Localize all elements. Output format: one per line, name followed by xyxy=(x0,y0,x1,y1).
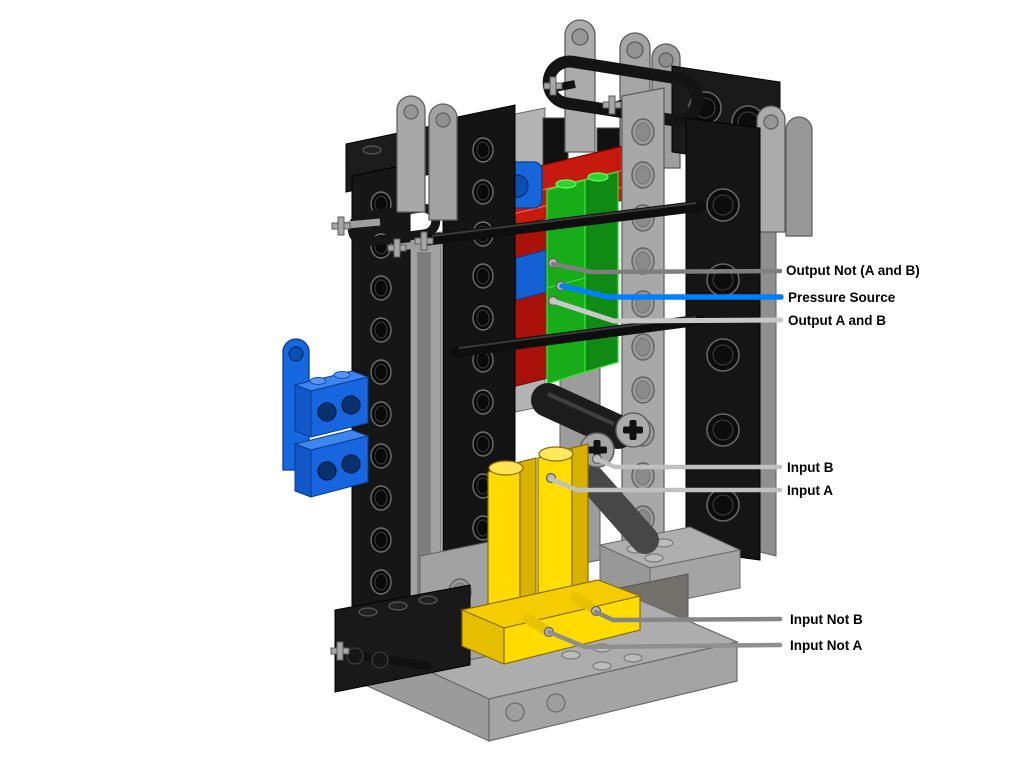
label-input-b: Input B xyxy=(787,460,834,475)
green-manifold-brick xyxy=(546,171,619,385)
gray-base-assembly xyxy=(330,526,742,742)
label-output-a-and-b: Output A and B xyxy=(788,313,886,328)
leader-output-not-a-and-b xyxy=(550,261,783,275)
blue-brick-assembly xyxy=(282,338,370,498)
leader-input-not-a xyxy=(546,629,783,650)
label-input-not-a: Input Not A xyxy=(790,638,863,653)
label-input-not-b: Input Not B xyxy=(790,612,863,627)
leader-pressure-source xyxy=(559,283,784,300)
leader-input-b xyxy=(594,456,783,470)
right-black-beam xyxy=(685,117,761,569)
rubber-belt xyxy=(542,55,704,127)
leader-output-a-and-b xyxy=(550,298,784,324)
leader-input-a xyxy=(548,476,783,493)
label-input-a: Input A xyxy=(787,483,833,498)
label-pressure-source: Pressure Source xyxy=(788,290,896,305)
label-output-not-a-and-b: Output Not (A and B) xyxy=(786,263,920,278)
leader-input-not-b xyxy=(593,609,783,623)
yellow-pump-cylinders xyxy=(460,443,643,665)
annotation-leader-lines xyxy=(546,261,784,650)
